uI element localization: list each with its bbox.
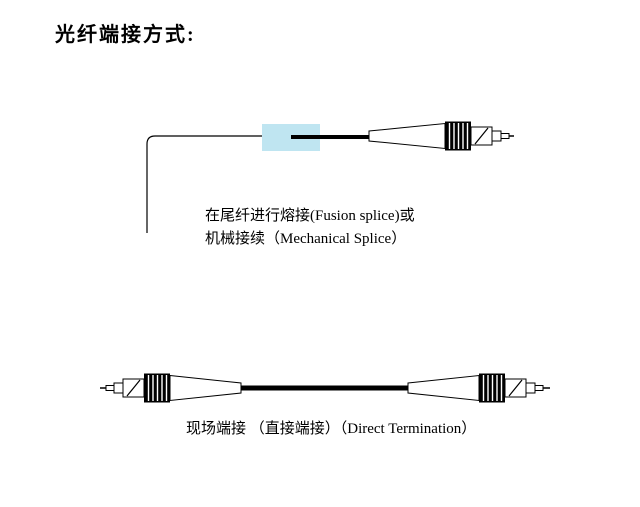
connector-boot [407,374,480,402]
connector-ferrule [500,133,514,139]
connector-ferrule-holder [113,382,124,394]
connector-ferrule [534,385,544,391]
fusion-splice-caption: 在尾纤进行熔接(Fusion splice)或 机械接续（Mechanical … [205,205,415,251]
connector-ferrule-holder [491,130,502,142]
connector-knurled-nut [479,373,505,403]
bayonet-slot [126,379,141,397]
connector-ferrule-holder [525,382,536,394]
fusion-caption-line2: 机械接续（Mechanical Splice） [205,231,407,247]
bayonet-slot [474,127,489,145]
fusion-caption-line1: 在尾纤进行熔接(Fusion splice)或 [205,208,415,224]
connector-knurled-nut [144,373,170,403]
pigtail-fiber-line [146,135,291,233]
fiber-connector-left [100,373,242,403]
fiber-connector-top [368,121,514,151]
connector-knurled-nut [445,121,471,151]
page-title: 光纤端接方式: [55,24,196,46]
connector-body [504,378,527,398]
bayonet-slot [508,379,523,397]
connector-body [470,126,493,146]
fusion-splice-figure [146,121,514,233]
direct-termination-caption: 现场端接 （直接端接）（Direct Termination） [186,421,477,437]
direct-termination-figure [100,373,550,403]
fiber-connector-right [407,373,550,403]
connector-boot [169,374,242,402]
connector-body [122,378,145,398]
connector-ferrule [105,385,115,391]
connector-boot [368,122,446,150]
